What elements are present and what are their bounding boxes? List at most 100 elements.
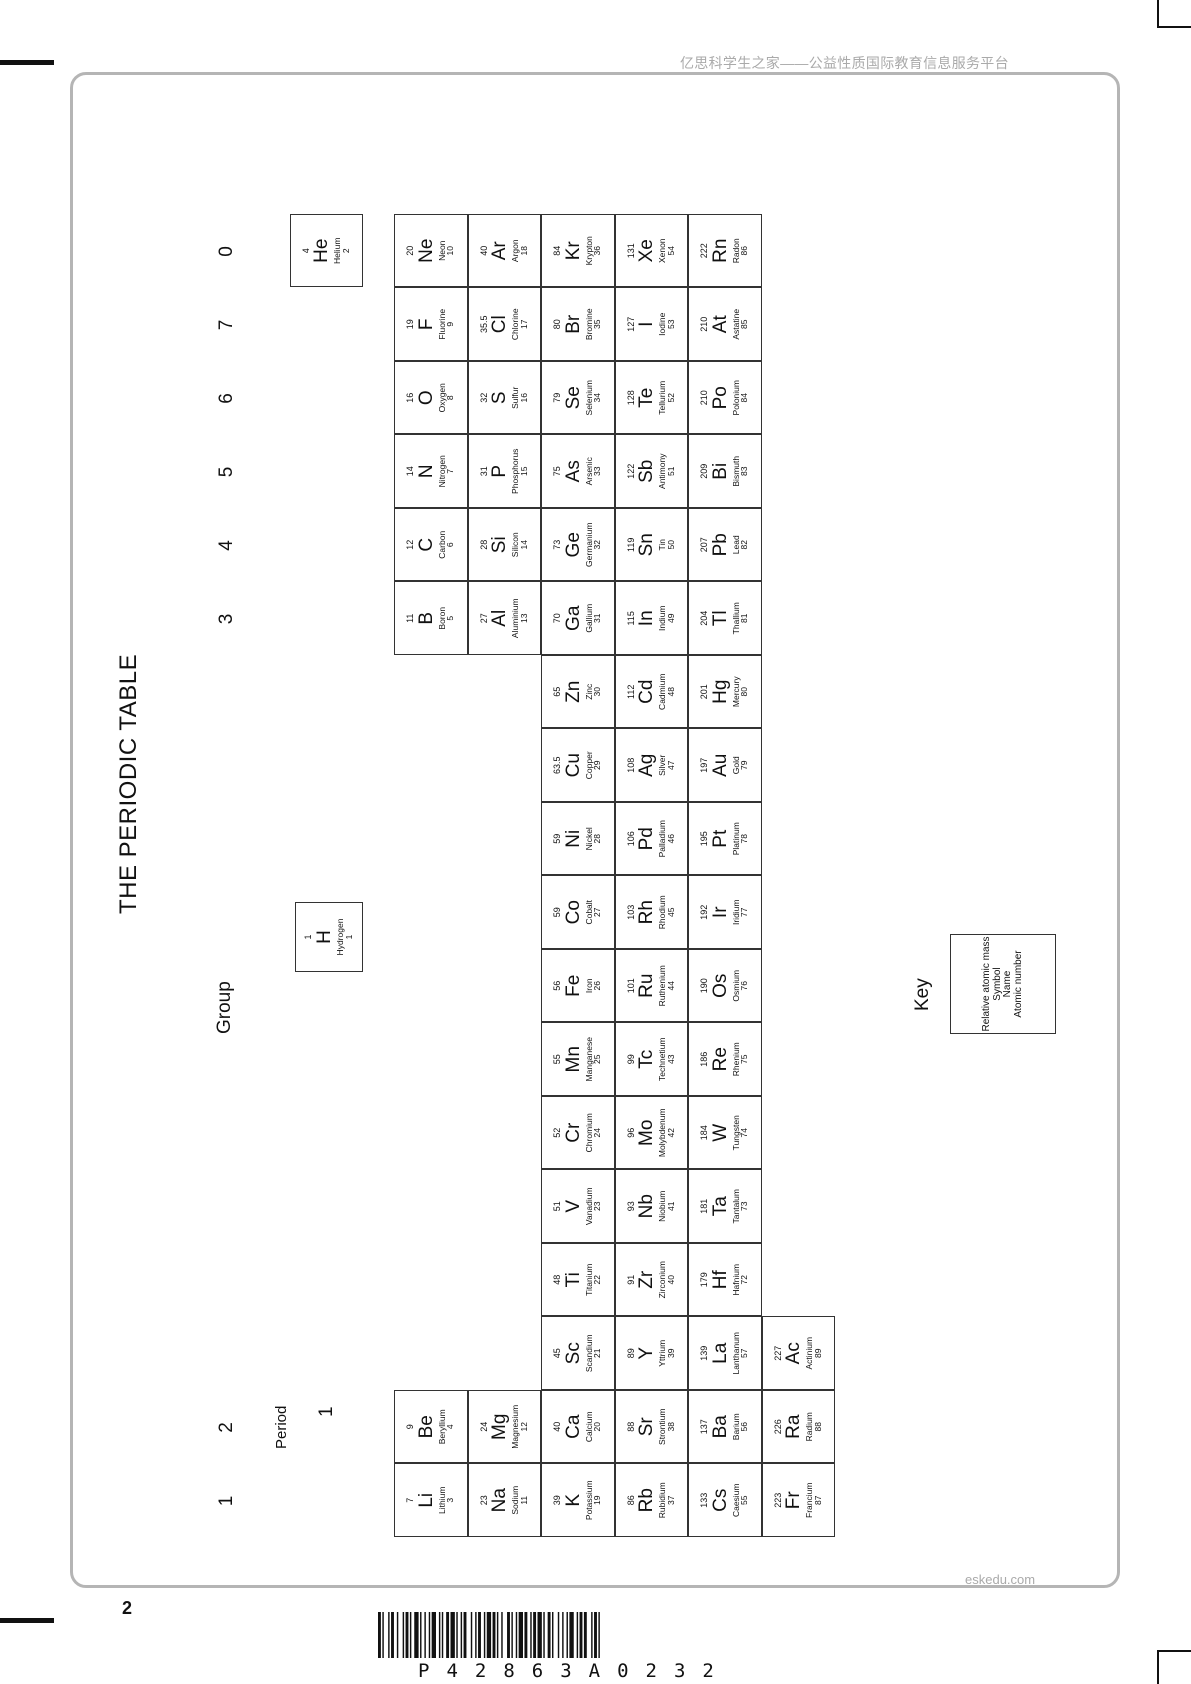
element-number: 22: [592, 1275, 603, 1285]
element-mass: 9: [405, 1424, 416, 1430]
element-symbol: Kr: [562, 241, 584, 261]
element-symbol: Cl: [489, 315, 511, 334]
barcode-bar: [492, 1612, 496, 1658]
element-symbol: Mo: [636, 1119, 658, 1146]
element-symbol: Pd: [636, 827, 658, 851]
element-symbol: Ta: [709, 1196, 731, 1217]
barcode-bar: [409, 1612, 412, 1658]
period-label: Period: [273, 1405, 290, 1449]
period-header-1: 1: [316, 1406, 337, 1417]
element-number: 79: [739, 760, 750, 770]
element-number: 32: [592, 540, 603, 550]
element-symbol: V: [562, 1199, 584, 1213]
barcode-bar: [507, 1612, 510, 1658]
element-mass: 86: [625, 1495, 636, 1506]
barcode-bar: [388, 1612, 390, 1658]
element-mass: 28: [478, 539, 489, 550]
element-mass: 40: [478, 245, 489, 256]
element-number: 26: [592, 981, 603, 991]
element-number: 9: [445, 321, 456, 327]
crop-mark-bottom-right-h: [1157, 1650, 1191, 1652]
element-mass: 48: [552, 1274, 563, 1285]
element-number: 43: [665, 1054, 676, 1064]
element-symbol: Au: [709, 753, 731, 777]
element-symbol: Pt: [709, 829, 731, 848]
crop-mark-top-right: [1157, 0, 1159, 28]
element-mass: 52: [552, 1127, 563, 1138]
element-mass: 79: [552, 392, 563, 403]
barcode-bar: [530, 1612, 532, 1658]
element-mass: 210: [699, 316, 710, 332]
element-number: 4: [445, 1424, 456, 1430]
element-symbol: Tl: [709, 610, 731, 627]
element-number: 77: [739, 907, 750, 917]
element-mass: 204: [699, 610, 710, 626]
barcode-bar: [450, 1612, 455, 1658]
element-symbol: In: [636, 610, 658, 627]
element-number: 48: [665, 687, 676, 697]
element-mass: 65: [552, 686, 563, 697]
barcode-bar: [515, 1612, 518, 1658]
element-number: 13: [518, 613, 529, 623]
element-symbol: Ac: [783, 1342, 805, 1365]
element-number: 8: [445, 395, 456, 401]
element-mass: 73: [552, 539, 563, 550]
barcode-bar: [496, 1612, 499, 1658]
key-label: Key: [912, 978, 933, 1011]
element-symbol: H: [313, 930, 335, 944]
element-mass: 19: [405, 319, 416, 330]
element-symbol: Co: [562, 900, 584, 925]
barcode-bar: [594, 1612, 597, 1658]
element-number: 29: [592, 760, 603, 770]
element-mass: 75: [552, 466, 563, 477]
element-mass: 195: [699, 831, 710, 847]
element-symbol: Ru: [636, 973, 658, 998]
element-symbol: Ir: [709, 906, 731, 919]
element-mass: 184: [699, 1125, 710, 1141]
element-symbol: Xe: [636, 239, 658, 263]
element-mass: 40: [552, 1421, 563, 1432]
element-mass: 88: [625, 1421, 636, 1432]
element-symbol: Fr: [783, 1491, 805, 1510]
element-mass: 32: [478, 392, 489, 403]
element-mass: 91: [625, 1274, 636, 1285]
barcode-bar: [456, 1612, 458, 1658]
barcode-bar: [441, 1612, 444, 1658]
element-mass: 127: [625, 316, 636, 332]
element-symbol: Br: [562, 314, 584, 334]
element-symbol: Zr: [636, 1270, 658, 1289]
barcode: [378, 1612, 600, 1658]
element-mass: 133: [699, 1492, 710, 1508]
element-number: 37: [665, 1495, 676, 1505]
element-number: 16: [518, 393, 529, 403]
element-number: 52: [665, 393, 676, 403]
element-symbol: Re: [709, 1047, 731, 1072]
barcode-bar: [424, 1612, 426, 1658]
element-mass: 55: [552, 1054, 563, 1065]
element-number: 55: [739, 1495, 750, 1505]
element-mass: 207: [699, 537, 710, 553]
element-number: 89: [812, 1348, 823, 1358]
element-symbol: Rb: [636, 1488, 658, 1513]
element-mass: 201: [699, 684, 710, 700]
element-symbol: S: [489, 391, 511, 405]
element-mass: 23: [478, 1495, 489, 1506]
element-mass: 128: [625, 390, 636, 406]
